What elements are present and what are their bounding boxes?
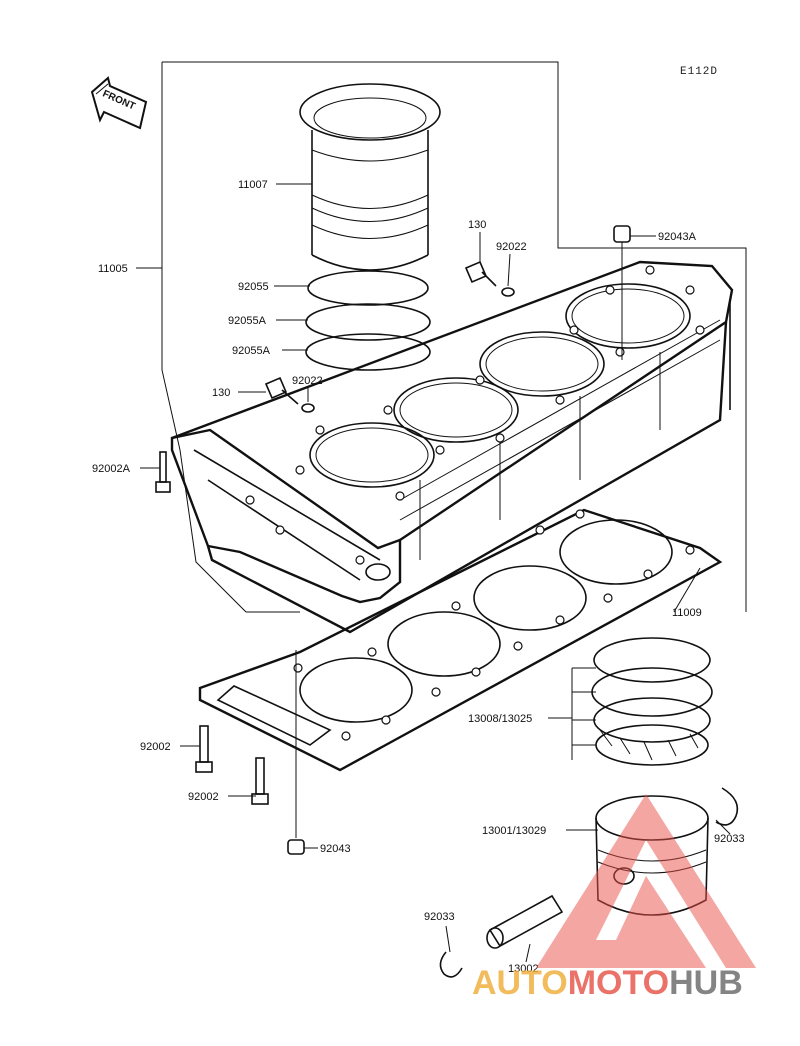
label-92002a: 92002A	[92, 463, 131, 475]
label-92002-1: 92002	[140, 741, 171, 753]
label-13002: 13002	[508, 963, 539, 975]
label-13001-13029: 13001/13029	[482, 825, 546, 837]
watermark-text: AUTOMOTOHUB	[472, 964, 743, 1002]
cylinder-block-bracket	[161, 61, 747, 613]
dowel-pin-92043	[287, 650, 305, 855]
label-92043: 92043	[320, 843, 351, 855]
front-arrow-icon: FRONT	[90, 76, 148, 130]
part-labels: 11007 11005 92055 92055A 92055A 130 9202…	[92, 179, 745, 975]
label-92055a-2: 92055A	[232, 345, 271, 357]
label-11005: 11005	[98, 263, 128, 275]
piston-pin	[486, 894, 564, 949]
bolt-130-mid	[264, 376, 315, 413]
label-92043a: 92043A	[658, 231, 697, 243]
label-92002-2: 92002	[188, 791, 219, 803]
label-130-top: 130	[468, 219, 486, 231]
label-92033-left: 92033	[424, 911, 455, 923]
o-rings	[305, 270, 431, 371]
label-92055a-1: 92055A	[228, 315, 267, 327]
diagram-code: E112D	[680, 66, 718, 78]
watermark-logo: AUTOMOTOHUB	[472, 794, 756, 1002]
label-92022-top: 92022	[496, 241, 527, 253]
bolt-92002-upper	[195, 725, 213, 773]
leader-lines	[136, 183, 731, 963]
label-92022-mid: 92022	[292, 375, 323, 387]
dowel-pin-92043a	[613, 225, 631, 360]
label-92055: 92055	[238, 281, 269, 293]
watermark-auto: AUTO	[472, 964, 568, 1002]
label-13008-13025: 13008/13025	[468, 713, 532, 725]
circlip-right	[715, 787, 739, 826]
stud-bolt-92002a	[155, 451, 171, 493]
cylinder-block	[170, 260, 734, 634]
label-92033-right: 92033	[714, 833, 745, 845]
piston-rings	[571, 637, 713, 766]
bolt-130-top	[464, 260, 515, 297]
cylinder-liner	[299, 83, 441, 271]
watermark-moto: MOTO	[568, 964, 669, 1002]
circlip-left	[439, 951, 463, 978]
label-11007: 11007	[238, 179, 268, 191]
head-gasket	[198, 508, 723, 772]
watermark-triangle-icon	[536, 794, 756, 968]
bolt-92002-lower	[251, 757, 269, 805]
label-11009: 11009	[672, 607, 702, 619]
watermark-hub: HUB	[669, 964, 743, 1002]
label-130-mid: 130	[212, 387, 230, 399]
